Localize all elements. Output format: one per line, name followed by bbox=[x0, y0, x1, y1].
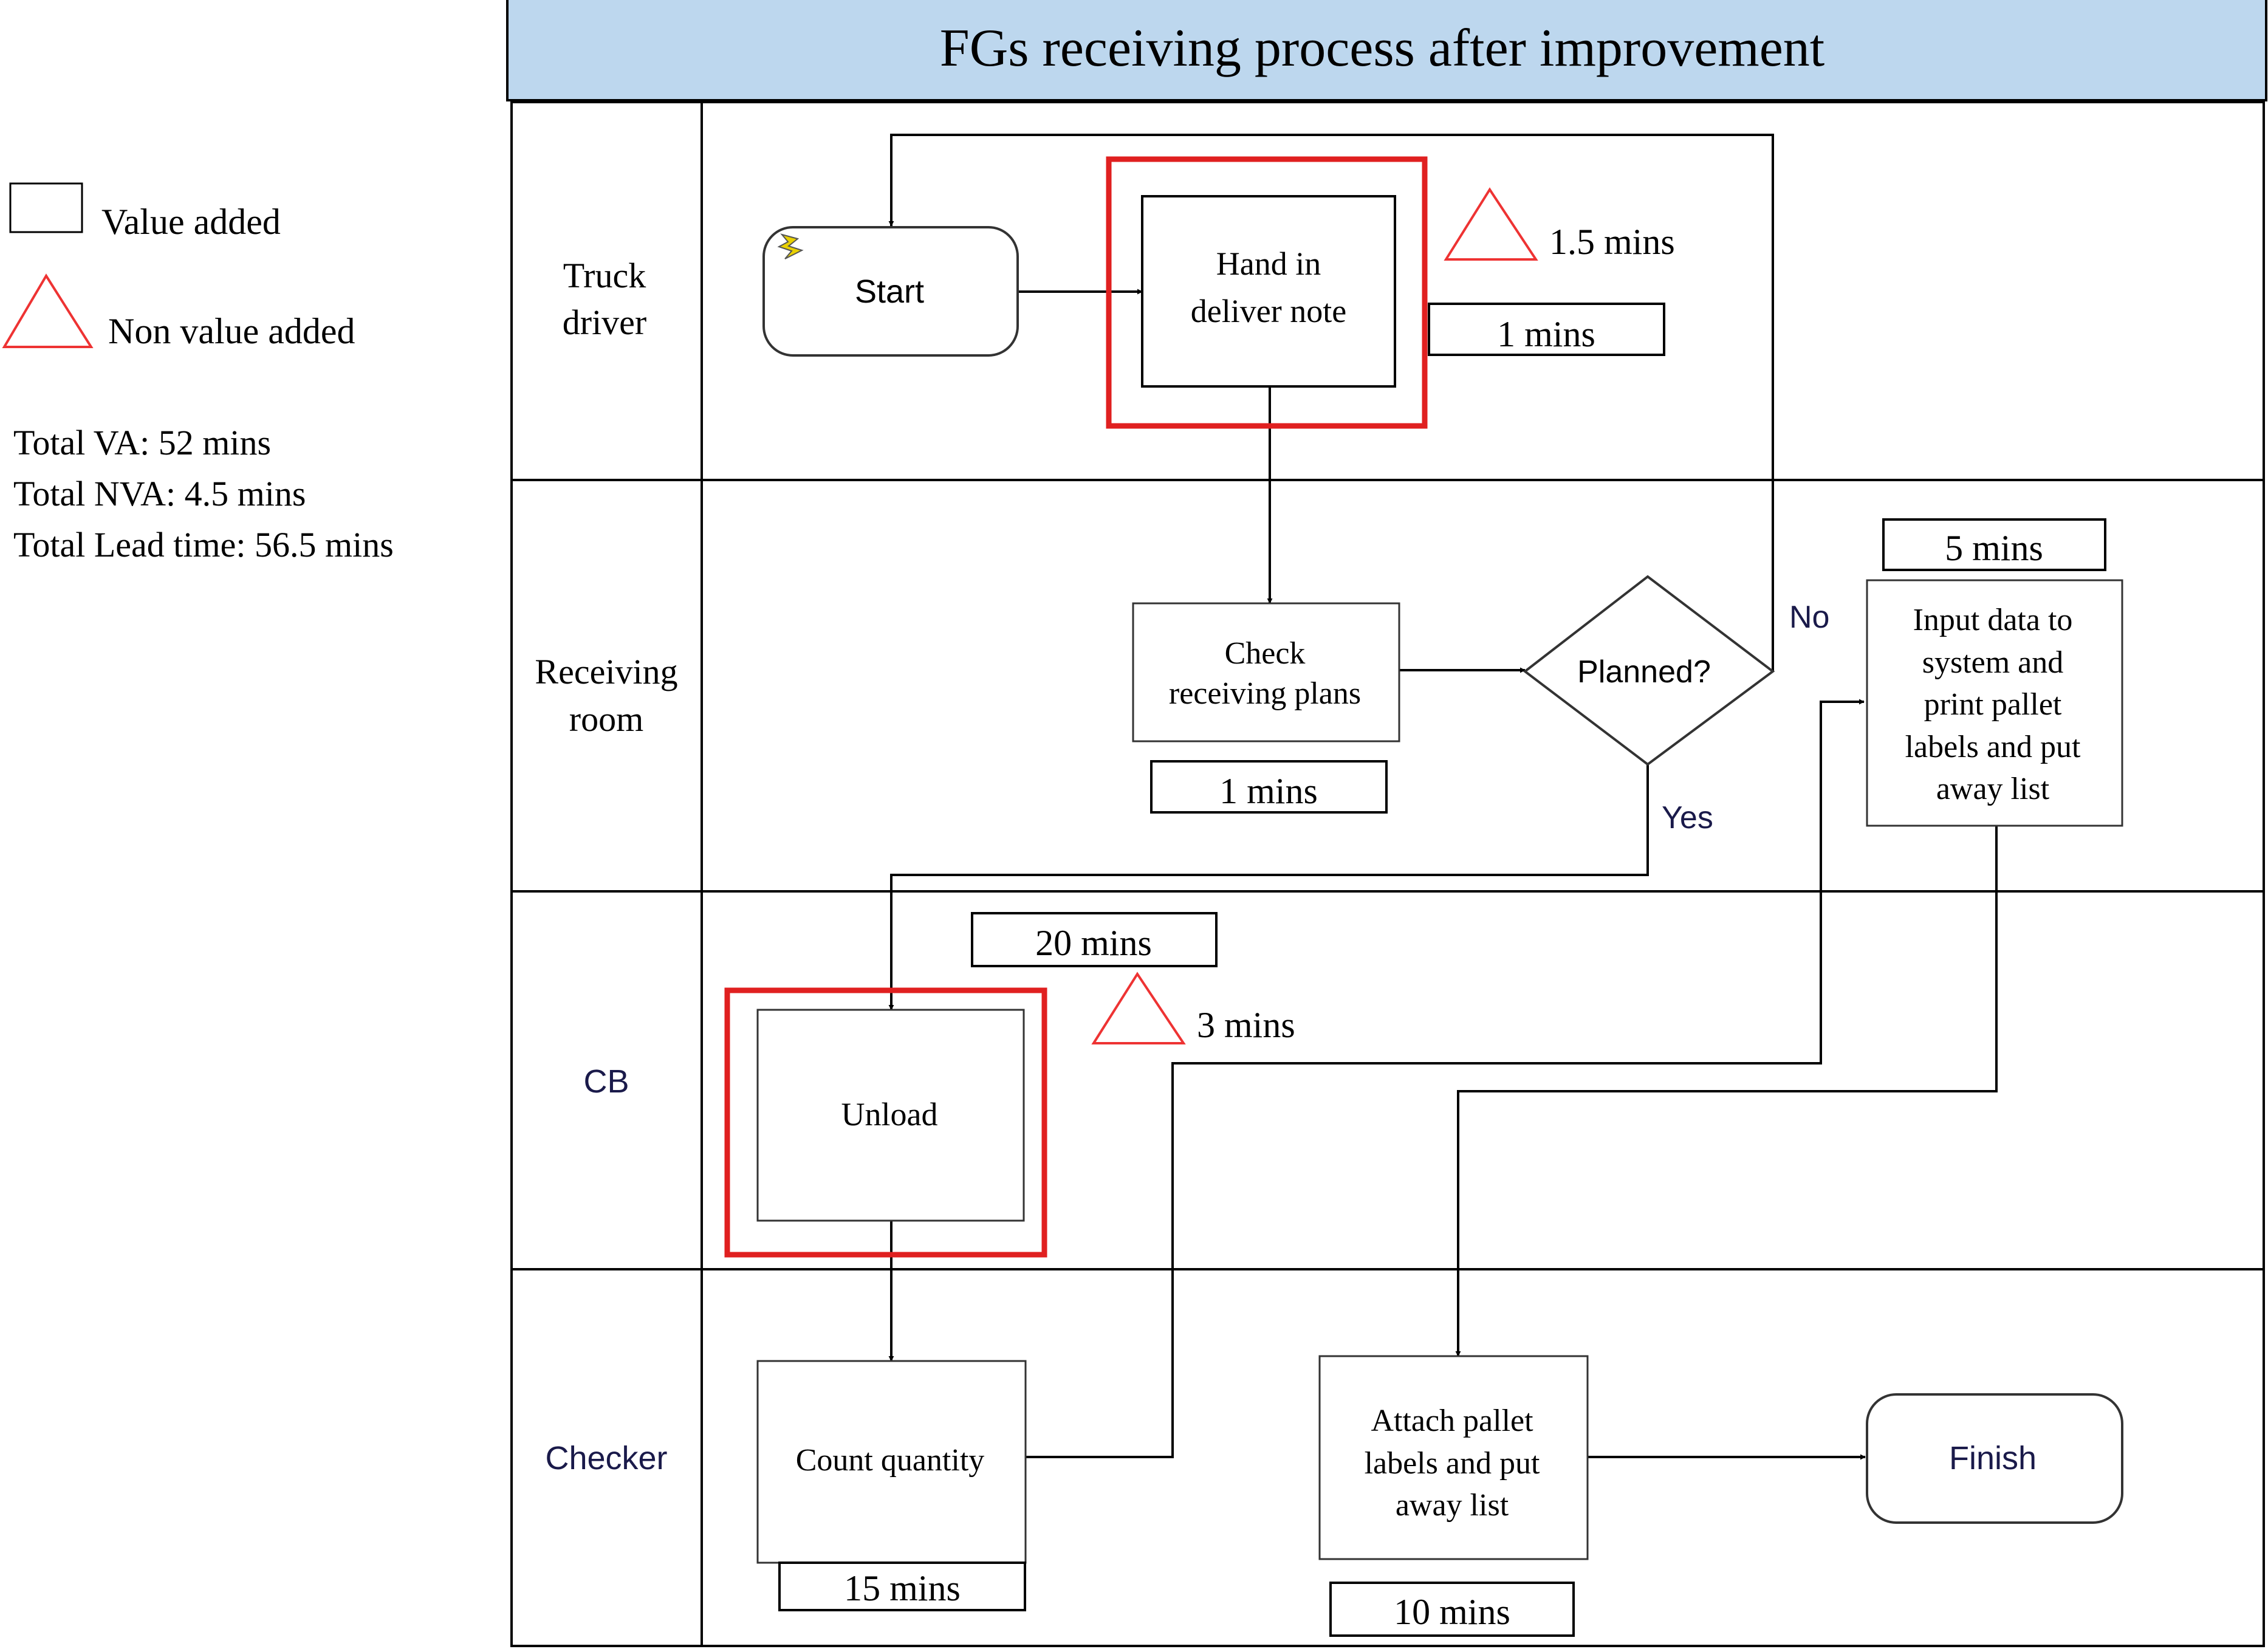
start-lightning-icon bbox=[777, 233, 804, 259]
non-value-added-legend-label: Non value added bbox=[108, 311, 355, 351]
planned-decision: Planned? bbox=[1523, 575, 1775, 766]
connectors bbox=[888, 134, 1998, 1460]
non-value-added-legend-triangle bbox=[2, 273, 94, 348]
total-va: Total VA: 52 mins bbox=[13, 423, 271, 462]
lane-label-checker: Checker bbox=[545, 1440, 667, 1476]
planned-yes-to-unload-connector bbox=[888, 764, 1649, 1010]
attach-va-time: 10 mins bbox=[1394, 1592, 1510, 1632]
input-data-step: Input data to system and print pallet la… bbox=[1866, 579, 2123, 827]
hand-in-label-line2: deliver note bbox=[1191, 293, 1346, 329]
lane-label-receiving-room-line2: room bbox=[569, 699, 643, 739]
diagram-title: FGs receiving process after improvement bbox=[940, 19, 1824, 78]
count-va-box bbox=[778, 1562, 1026, 1611]
decision-yes-label: Yes bbox=[1662, 800, 1713, 835]
input-to-attach-connector bbox=[1455, 826, 1998, 1357]
attach-pallet-label-line2: labels and put bbox=[1365, 1446, 1540, 1481]
input-data-label-line1: Input data to bbox=[1913, 603, 2073, 637]
hand-in-highlight bbox=[1106, 156, 1428, 429]
unload-step: Unload bbox=[724, 987, 1047, 1258]
input-data-label-line2: system and bbox=[1922, 645, 2064, 680]
value-added-legend-box bbox=[9, 182, 83, 233]
count-va-time: 15 mins bbox=[844, 1568, 961, 1608]
value-added-legend-label: Value added bbox=[101, 202, 281, 242]
swimlane-grid bbox=[510, 101, 2265, 1647]
decision-no-label: No bbox=[1789, 600, 1829, 635]
count-to-input-connector bbox=[1026, 699, 1865, 1458]
total-lead-time: Total Lead time: 56.5 mins bbox=[13, 525, 394, 564]
unload-highlight bbox=[724, 987, 1047, 1258]
total-nva: Total NVA: 4.5 mins bbox=[13, 474, 306, 513]
hand-in-nva-time: 1.5 mins bbox=[1549, 222, 1675, 262]
check-plans-label-line2: receiving plans bbox=[1169, 676, 1361, 711]
hand-in-step: Hand in deliver note bbox=[1106, 156, 1428, 429]
unload-label: Unload bbox=[841, 1096, 938, 1133]
check-plans-step: Check receiving plans bbox=[1132, 602, 1400, 742]
check-plans-label-line1: Check bbox=[1225, 636, 1306, 671]
unload-va-box bbox=[971, 912, 1218, 967]
hand-in-va-box bbox=[1428, 303, 1665, 356]
finish-label: Finish bbox=[1949, 1440, 2037, 1476]
hand-in-nva-triangle bbox=[1444, 187, 1538, 261]
unload-nva-triangle bbox=[1091, 972, 1186, 1044]
lane-label-cb: CB bbox=[583, 1063, 629, 1100]
loop-back-connector bbox=[888, 134, 1774, 671]
finish-node: Finish bbox=[1866, 1393, 2123, 1524]
lane-label-receiving-room: Receiving bbox=[535, 652, 677, 691]
input-data-label-line3: print pallet bbox=[1924, 687, 2062, 722]
totals: Total VA: 52 mins Total NVA: 4.5 mins To… bbox=[13, 423, 394, 564]
count-quantity-label: Count quantity bbox=[796, 1443, 985, 1478]
input-data-va-time: 5 mins bbox=[1945, 528, 2043, 568]
input-data-label-line4: labels and put bbox=[1905, 730, 2081, 764]
input-data-va-box bbox=[1882, 518, 2106, 571]
planned-label: Planned? bbox=[1577, 654, 1711, 690]
lane-label-truck-driver-line2: driver bbox=[563, 303, 647, 342]
attach-va-box bbox=[1329, 1582, 1575, 1637]
legend: Value added Non value added bbox=[2, 182, 355, 351]
attach-pallet-label-line3: away list bbox=[1396, 1488, 1509, 1523]
title-bar bbox=[506, 0, 2267, 101]
check-plans-va-time: 1 mins bbox=[1219, 771, 1318, 811]
unload-nva-time: 3 mins bbox=[1197, 1005, 1295, 1045]
check-plans-va-box bbox=[1150, 760, 1388, 814]
attach-pallet-label-line1: Attach pallet bbox=[1371, 1404, 1533, 1438]
hand-in-label-line1: Hand in bbox=[1216, 245, 1321, 282]
count-quantity-step: Count quantity bbox=[756, 1360, 1027, 1564]
unload-va-time: 20 mins bbox=[1035, 923, 1152, 963]
attach-pallet-step: Attach pallet labels and put away list bbox=[1318, 1355, 1589, 1560]
start-node: Start bbox=[762, 226, 1019, 357]
start-label: Start bbox=[855, 273, 924, 310]
hand-in-va-time: 1 mins bbox=[1497, 314, 1595, 354]
lane-label-truck-driver: Truck bbox=[563, 256, 646, 295]
input-data-label-line5: away list bbox=[1936, 772, 2050, 806]
